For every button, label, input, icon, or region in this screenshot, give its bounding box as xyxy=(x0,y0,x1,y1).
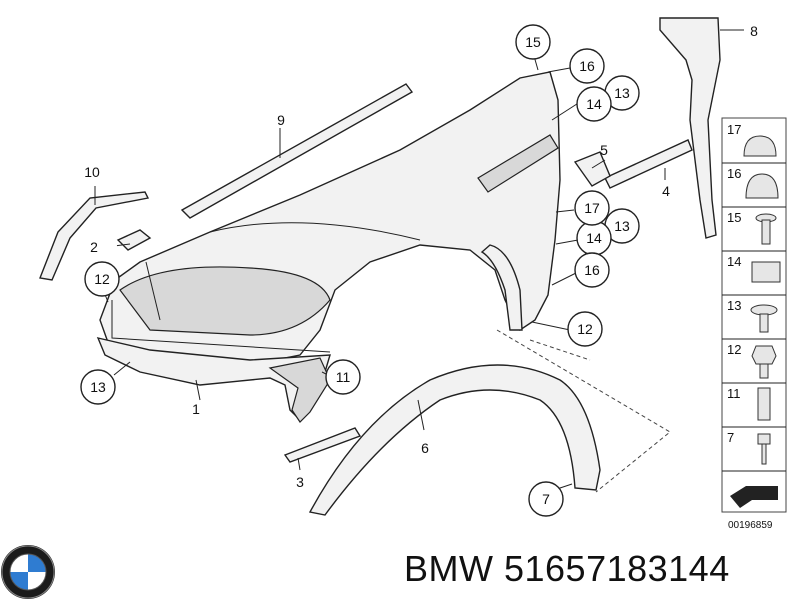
callout-8: 8 xyxy=(750,23,758,39)
clip-3 xyxy=(283,427,362,463)
callout-16b: 16 xyxy=(584,262,600,278)
trim-strip xyxy=(180,83,414,219)
legend-label: 14 xyxy=(727,254,741,269)
lower-support xyxy=(96,337,331,423)
callout-12b: 12 xyxy=(577,321,593,337)
callout-2: 2 xyxy=(90,239,98,255)
callout-17-circle xyxy=(574,190,610,226)
callout-7-circle xyxy=(528,481,564,517)
part-number-caption: BMW 51657183144 xyxy=(404,548,730,589)
direction-arrow-icon xyxy=(730,486,778,508)
callout-11: 11 xyxy=(336,369,351,385)
spring-nut-icon xyxy=(757,387,771,421)
callout-1: 1 xyxy=(192,401,200,417)
callout-14b: 14 xyxy=(586,230,602,246)
legend-label: 13 xyxy=(727,298,741,313)
hardware-legend: 17 16 15 14 13 12 11 7 xyxy=(721,117,787,531)
callout-3: 3 xyxy=(296,474,304,490)
bracket-10 xyxy=(39,191,150,281)
callout-12a-circle xyxy=(84,261,120,297)
callout-9: 9 xyxy=(277,112,285,128)
hex-bolt-icon xyxy=(751,345,777,379)
callout-16b-circle xyxy=(574,252,610,288)
flange-bolt-icon xyxy=(750,304,778,333)
seal-strip-8 xyxy=(659,17,721,239)
wheel-arch-trim xyxy=(308,364,601,516)
bmw-logo xyxy=(1,545,55,599)
screw-icon xyxy=(755,213,777,245)
callout-13c: 13 xyxy=(614,218,630,234)
callout-16a: 16 xyxy=(579,58,595,74)
callout-14a-circle xyxy=(576,86,612,122)
legend-label: 15 xyxy=(727,210,741,225)
bracket-4 xyxy=(604,139,693,189)
callout-13a: 13 xyxy=(90,379,106,395)
callout-15: 15 xyxy=(525,34,541,50)
legend-label: 17 xyxy=(727,122,741,137)
callout-12a: 12 xyxy=(94,271,110,287)
callouts: 1 2 3 4 5 6 7 8 9 10 11 12 12 13 13 13 1… xyxy=(80,23,758,517)
callout-10: 10 xyxy=(84,164,100,180)
fender-panel xyxy=(99,71,561,371)
cap-icon xyxy=(743,135,777,157)
legend-label: 12 xyxy=(727,342,741,357)
callout-13b: 13 xyxy=(614,85,630,101)
bracket-5 xyxy=(573,151,611,187)
callout-2-bg xyxy=(91,233,117,259)
callout-5: 5 xyxy=(600,142,608,158)
clip-2 xyxy=(116,229,152,251)
dome-cap-icon xyxy=(745,173,779,199)
clip-nut-icon xyxy=(751,261,781,283)
callout-4: 4 xyxy=(662,183,670,199)
callout-11-circle xyxy=(325,359,361,395)
legend-label: 7 xyxy=(727,430,734,445)
callout-14a: 14 xyxy=(586,96,602,112)
legend-label: 16 xyxy=(727,166,741,181)
callout-16a-circle xyxy=(569,48,605,84)
callout-17: 17 xyxy=(584,200,600,216)
callout-6: 6 xyxy=(421,440,429,456)
callout-13a-circle xyxy=(80,369,116,405)
legend-label: 11 xyxy=(727,386,741,401)
rivet-icon xyxy=(757,433,771,465)
callout-7: 7 xyxy=(542,491,550,507)
callout-12b-circle xyxy=(567,311,603,347)
callout-15-circle xyxy=(515,24,551,60)
diagram-id: 00196859 xyxy=(728,520,773,531)
